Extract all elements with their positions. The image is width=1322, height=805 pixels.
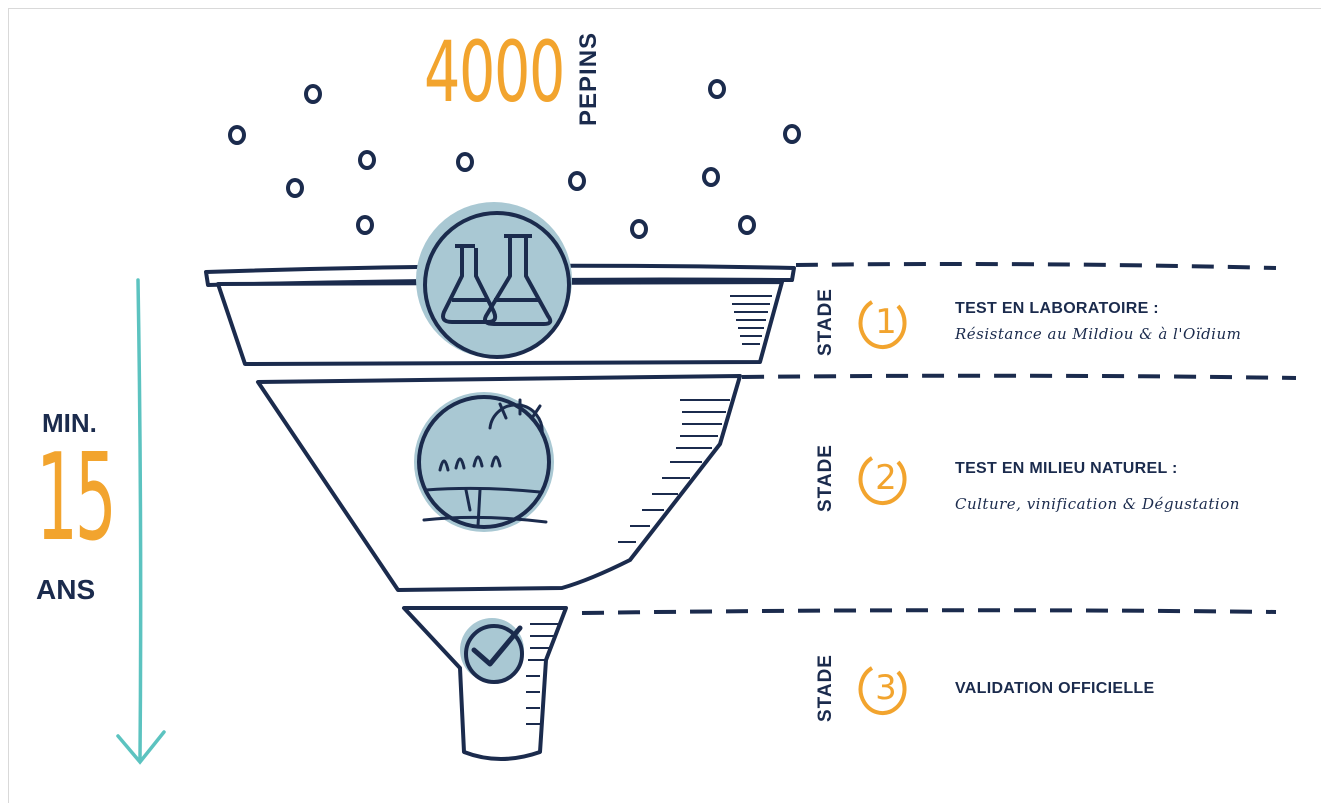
seed: [356, 215, 374, 235]
vineyard-circle: [414, 392, 554, 532]
seed: [630, 219, 648, 239]
vineyard-sun-icon: [422, 398, 548, 528]
separator-1: [795, 262, 1277, 270]
separator-2: [741, 373, 1297, 380]
seed: [358, 150, 376, 170]
stage-1-number: 1: [875, 302, 897, 342]
seed: [228, 125, 246, 145]
stage-number-circles: [858, 300, 907, 716]
frame-border: [8, 8, 1321, 803]
stage-2-title: TEST EN MILIEU NATUREL :: [955, 460, 1178, 477]
seed: [702, 167, 720, 187]
seed: [708, 79, 726, 99]
stage-2-label: STADE: [815, 444, 836, 512]
stage-3-number: 3: [875, 668, 897, 708]
lab-circle: [416, 202, 572, 358]
duration-prefix: MIN.: [42, 408, 97, 438]
seed: [568, 171, 586, 191]
seed: [286, 178, 304, 198]
duration-value: 15: [36, 429, 117, 568]
stage-circle-1: [858, 300, 907, 350]
stage-3-title: VALIDATION OFFICIELLE: [955, 680, 1155, 697]
separator-3: [581, 608, 1277, 615]
stage-3-label: STADE: [815, 654, 836, 722]
funnel-bottom: [402, 606, 568, 761]
stage-1-title: TEST EN LABORATOIRE :: [955, 300, 1159, 317]
stage-2-subtitle: Culture, vinification & Dégustation: [955, 495, 1240, 513]
seed-unit: PEPINS: [575, 31, 602, 126]
stage-2-number: 2: [875, 458, 897, 498]
stage-1-label: STADE: [815, 288, 836, 356]
checkmark-icon: [471, 625, 523, 667]
seed: [783, 124, 801, 144]
seed: [456, 152, 474, 172]
seeds: [228, 79, 801, 239]
lab-flasks-icon: [441, 234, 553, 326]
seed: [738, 215, 756, 235]
stage-separators: [581, 262, 1297, 615]
stage-1-subtitle-text: Résistance au Mildiou & à l'Oïdium: [955, 325, 1242, 343]
stage-circle-2: [858, 456, 907, 506]
seed-count: 4000: [424, 23, 565, 121]
time-arrow: [116, 278, 166, 765]
seed: [304, 84, 322, 104]
stage-circle-3: [858, 666, 907, 716]
duration-unit: ANS: [36, 574, 96, 605]
